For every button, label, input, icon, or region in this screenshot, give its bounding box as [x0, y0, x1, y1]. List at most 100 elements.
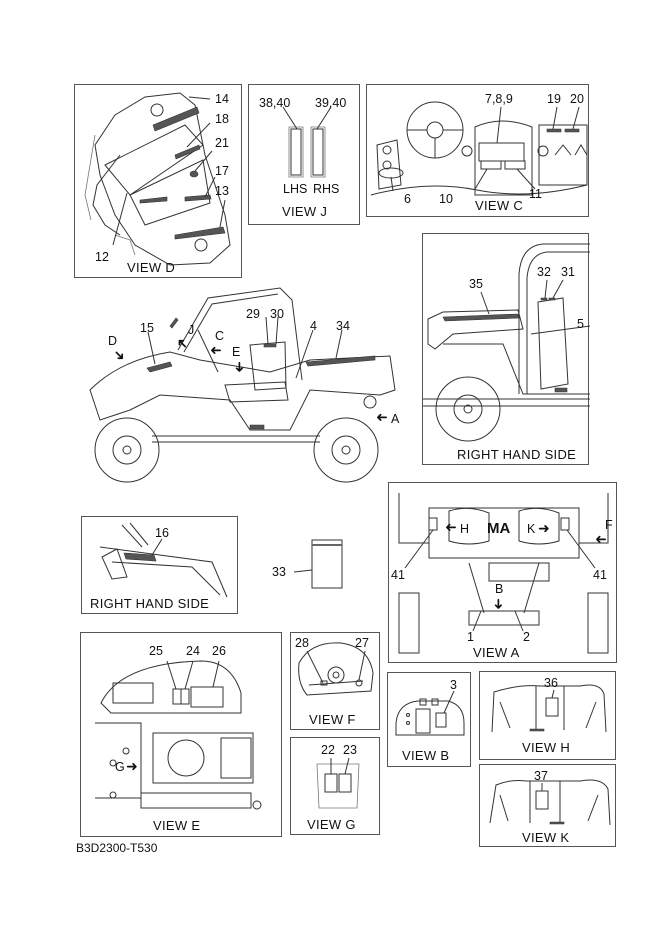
callout-25: 25 — [149, 644, 163, 658]
arrow-e: E — [232, 345, 241, 359]
callout-41-right: 41 — [593, 568, 607, 582]
arrow-a: A — [391, 412, 400, 426]
emblem-text: MA — [487, 520, 511, 537]
callout-36: 36 — [544, 676, 558, 690]
arrow-d: D — [108, 334, 118, 348]
callout-33: 33 — [272, 565, 286, 579]
arrow-f-glyph: ➜ — [595, 532, 607, 548]
main-vehicle-view: D ➜ 15 ➜ J C ➜ E ➜ 29 30 4 34 ➜ A — [70, 280, 420, 480]
view-e-drawing — [81, 633, 283, 838]
view-d-panel: 14 18 21 17 13 12 VIEW D — [74, 84, 242, 278]
callout-3: 3 — [450, 678, 457, 692]
view-c-panel: 7,8,9 19 20 6 10 11 VIEW C — [366, 84, 589, 217]
view-g-panel: 22 23 VIEW G — [290, 737, 380, 835]
callout-11: 11 — [529, 187, 542, 201]
callout-6: 6 — [404, 192, 411, 206]
right-hand-side-small-panel: 16 RIGHT HAND SIDE — [81, 516, 238, 614]
item-33-drawing — [270, 540, 350, 610]
callout-2: 2 — [523, 630, 530, 644]
right-hand-side-caption: RIGHT HAND SIDE — [457, 447, 577, 462]
view-h-drawing — [480, 672, 617, 761]
view-h-panel: 36 VIEW H — [479, 671, 616, 760]
arrow-h: H — [460, 522, 470, 536]
callout-35: 35 — [469, 277, 483, 291]
view-k-drawing — [480, 765, 617, 848]
view-f-drawing — [291, 633, 381, 731]
callout-7-8-9: 7,8,9 — [485, 92, 513, 106]
callout-27: 27 — [355, 636, 369, 650]
right-hand-side-drawing — [423, 234, 590, 466]
arrow-j: J — [188, 323, 195, 337]
view-b-caption: VIEW B — [402, 748, 450, 763]
view-f-caption: VIEW F — [309, 712, 356, 727]
callout-16: 16 — [155, 526, 169, 540]
item-33-label: 33 — [270, 540, 350, 610]
arrow-k-glyph: ➜ — [538, 520, 550, 536]
view-a-caption: VIEW A — [473, 645, 520, 660]
callout-17: 17 — [215, 164, 229, 178]
callout-30: 30 — [270, 307, 284, 321]
right-hand-side-panel: 35 32 31 5 RIGHT HAND SIDE — [422, 233, 589, 465]
callout-26: 26 — [212, 644, 226, 658]
right-hand-side-small-drawing — [82, 517, 239, 615]
view-e-caption: VIEW E — [153, 818, 201, 833]
callout-15: 15 — [140, 321, 154, 335]
arrow-c-glyph: ➜ — [210, 343, 222, 359]
arrow-c: C — [215, 329, 225, 343]
callout-19: 19 — [547, 92, 561, 106]
view-b-drawing — [388, 673, 472, 768]
view-d-drawing — [75, 85, 243, 279]
callout-32: 32 — [537, 265, 551, 279]
callout-5: 5 — [577, 317, 584, 331]
view-e-panel: 25 24 26 G ➜ VIEW E — [80, 632, 282, 837]
arrow-f: F — [605, 518, 613, 532]
view-c-caption: VIEW C — [475, 198, 524, 213]
callout-28: 28 — [295, 636, 309, 650]
callout-39-40: 39,40 — [315, 96, 347, 110]
view-b-panel: 3 VIEW B — [387, 672, 471, 767]
callout-18: 18 — [215, 112, 229, 126]
view-j-caption: VIEW J — [282, 204, 328, 219]
view-f-panel: 28 27 VIEW F — [290, 632, 380, 730]
arrow-a-glyph: ➜ — [376, 410, 388, 426]
arrow-e-glyph: ➜ — [231, 361, 248, 373]
view-d-caption: VIEW D — [127, 260, 176, 275]
arrow-k: K — [527, 522, 536, 536]
callout-21: 21 — [215, 136, 229, 150]
callout-24: 24 — [186, 644, 200, 658]
view-j-drawing — [249, 85, 361, 226]
view-j-panel: 38,40 39,40 LHS RHS VIEW J — [248, 84, 360, 225]
callout-41-left: 41 — [391, 568, 405, 582]
label-rhs: RHS — [313, 182, 340, 196]
callout-12: 12 — [95, 250, 109, 264]
arrow-g: G — [115, 760, 125, 774]
callout-10: 10 — [439, 192, 453, 206]
arrow-b: B — [495, 582, 504, 596]
arrow-b-glyph: ➜ — [490, 598, 507, 610]
right-hand-side-small-caption: RIGHT HAND SIDE — [90, 596, 210, 611]
callout-13: 13 — [215, 184, 229, 198]
diagram-code: B3D2300-T530 — [76, 841, 158, 855]
view-k-panel: 37 VIEW K — [479, 764, 616, 847]
view-c-drawing — [367, 85, 590, 218]
callout-38-40: 38,40 — [259, 96, 291, 110]
callout-4: 4 — [310, 319, 317, 333]
view-g-caption: VIEW G — [307, 817, 356, 832]
callout-31: 31 — [561, 265, 575, 279]
arrow-h-glyph: ➜ — [445, 520, 457, 536]
view-a-panel: ➜ H MA K ➜ F ➜ 41 41 B ➜ 1 2 VIEW A — [388, 482, 617, 663]
label-lhs: LHS — [283, 182, 308, 196]
callout-34: 34 — [336, 319, 350, 333]
callout-37: 37 — [534, 769, 548, 783]
arrow-g-glyph: ➜ — [126, 758, 138, 774]
main-vehicle-drawing — [70, 280, 420, 480]
callout-29: 29 — [246, 307, 260, 321]
view-a-drawing — [389, 483, 618, 664]
callout-23: 23 — [343, 743, 357, 757]
view-k-caption: VIEW K — [522, 830, 570, 845]
callout-22: 22 — [321, 743, 335, 757]
callout-20: 20 — [570, 92, 584, 106]
callout-14: 14 — [215, 92, 229, 106]
view-h-caption: VIEW H — [522, 740, 571, 755]
view-g-drawing — [291, 738, 381, 836]
